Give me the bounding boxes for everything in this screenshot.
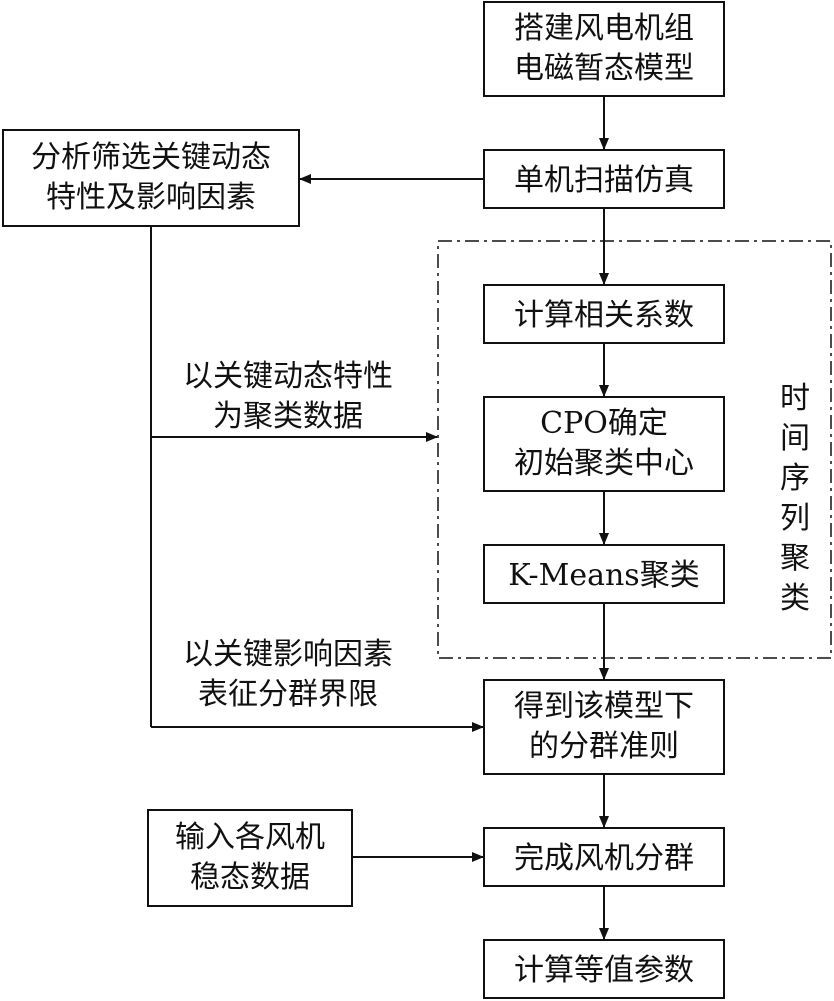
node-rule-line1: 得到该模型下 xyxy=(514,689,694,724)
group-label-char-2: 序 xyxy=(780,461,810,496)
node-analyze: 分析筛选关键动态 特性及影响因素 xyxy=(2,129,300,227)
node-corr-line1: 计算相关系数 xyxy=(514,298,694,333)
node-equiv: 计算等值参数 xyxy=(483,939,725,999)
node-input-line2: 稳态数据 xyxy=(190,860,310,895)
node-corr: 计算相关系数 xyxy=(483,284,725,344)
label-boundary-line2: 表征分群界限 xyxy=(198,677,378,712)
node-kmeans: K-Means聚类 xyxy=(483,544,725,604)
node-build-model: 搭建风电机组 电磁暂态模型 xyxy=(483,1,725,97)
node-rule: 得到该模型下 的分群准则 xyxy=(483,679,725,775)
node-input: 输入各风机 稳态数据 xyxy=(147,809,353,907)
node-grouping-line1: 完成风机分群 xyxy=(514,841,694,876)
group-label-char-4: 聚 xyxy=(780,541,810,576)
label-cluster-data-line2: 为聚类数据 xyxy=(213,399,363,434)
node-analyze-line2: 特性及影响因素 xyxy=(46,180,256,215)
node-scan-sim: 单机扫描仿真 xyxy=(483,149,725,209)
label-cluster-data: 以关键动态特性 为聚类数据 xyxy=(183,359,393,434)
label-cluster-data-line1: 以关键动态特性 xyxy=(183,359,393,394)
node-kmeans-line1: K-Means聚类 xyxy=(508,558,699,593)
node-grouping: 完成风机分群 xyxy=(483,827,725,887)
label-boundary-line1: 以关键影响因素 xyxy=(183,637,393,672)
node-analyze-line1: 分析筛选关键动态 xyxy=(31,140,271,175)
node-equiv-line1: 计算等值参数 xyxy=(514,953,694,988)
node-cpo-line2: 初始聚类中心 xyxy=(514,446,694,481)
node-build-model-line1: 搭建风电机组 xyxy=(514,11,694,46)
node-input-line1: 输入各风机 xyxy=(175,820,325,855)
node-build-model-line2: 电磁暂态模型 xyxy=(514,51,694,86)
group-label: 时 间 序 列 聚 类 xyxy=(780,381,810,616)
label-boundary: 以关键影响因素 表征分群界限 xyxy=(183,637,393,712)
group-label-char-0: 时 xyxy=(780,381,810,416)
node-cpo: CPO确定 初始聚类中心 xyxy=(483,396,725,492)
group-label-char-3: 列 xyxy=(780,501,810,536)
node-rule-line2: 的分群准则 xyxy=(529,729,679,764)
time-series-clustering-group xyxy=(437,240,832,659)
group-label-char-1: 间 xyxy=(780,421,810,456)
node-scan-sim-line1: 单机扫描仿真 xyxy=(514,163,694,198)
group-label-char-5: 类 xyxy=(780,581,810,616)
node-cpo-line1: CPO确定 xyxy=(540,406,668,441)
